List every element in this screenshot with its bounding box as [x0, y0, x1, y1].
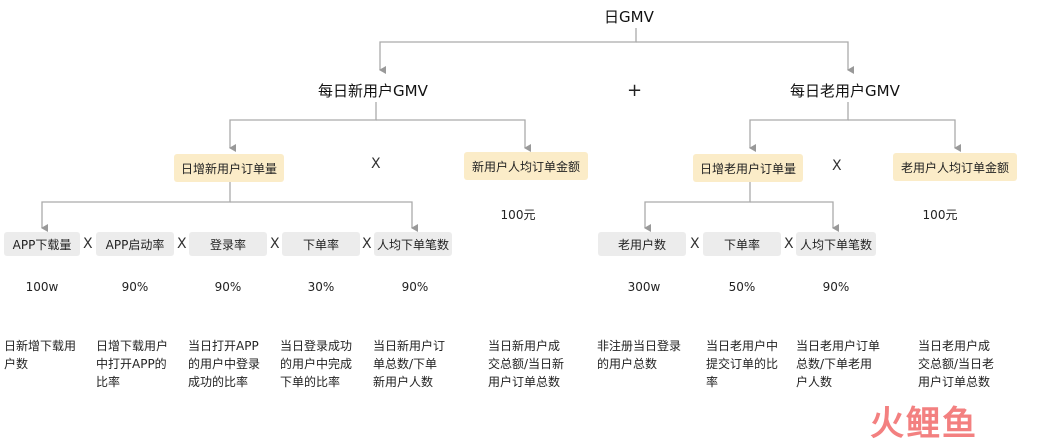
factor-description: 当日新用户订 单总数/下单 新用户人数 [373, 339, 446, 389]
factor-description: 非注册当日登录 的用户总数 [597, 339, 682, 371]
connector-left-aov [376, 119, 531, 152]
factor-old-orders-per-user-box: 人均下单笔数 [796, 232, 876, 256]
old-user-aov-box: 老用户人均订单金额 [893, 153, 1017, 181]
factor-description: 日增下载用户 中打开APP的 比率 [96, 339, 169, 389]
aov-description: 当日老用户成 交总额/当日老 用户订单总数 [918, 339, 995, 389]
times-operator: X [83, 236, 93, 252]
factor-description: 当日老用户订单 总数/下单老用 户人数 [796, 339, 881, 389]
factor-old-order-rate-box: 下单率 [703, 232, 781, 256]
root-label: 日GMV [604, 8, 654, 26]
factor-value: 90% [822, 280, 850, 294]
connector-left-factor-5 [230, 201, 418, 232]
times-operator-right-l3: X [832, 158, 842, 174]
connector-root-left [379, 28, 637, 74]
watermark-logo: 火鲤鱼 [870, 404, 978, 444]
factor-old-user-count-box: 老用户数 [598, 232, 686, 256]
old-user-gmv-label: 每日老用户GMV [790, 82, 900, 100]
factor-value: 90% [121, 280, 149, 294]
factor-value: 50% [728, 280, 756, 294]
factor-orders-per-user-box: 人均下单笔数 [374, 232, 452, 256]
old-user-aov-value: 100元 [922, 208, 958, 222]
times-operator: X [690, 236, 700, 252]
new-user-aov-value: 100元 [500, 208, 536, 222]
factor-value: 90% [401, 280, 429, 294]
times-operator: X [784, 236, 794, 252]
connector-right-aov [848, 119, 961, 152]
factor-value: 90% [214, 280, 242, 294]
old-user-order-box: 日增老用户订单量 [693, 154, 803, 182]
connector-right-factor-3 [750, 201, 839, 232]
times-operator: X [270, 236, 280, 252]
factor-description: 当日登录成功 的用户中完成 下单的比率 [280, 339, 353, 389]
aov-description: 当日新用户成 交总额/当日新 用户订单总数 [488, 339, 565, 389]
times-operator-left-l3: X [371, 156, 381, 172]
factor-value: 100w [25, 280, 59, 294]
connector-right-factor-1 [644, 180, 751, 232]
factor-app-launch-rate-box: APP启动率 [96, 232, 174, 256]
factor-value: 300w [627, 280, 661, 294]
connector-right-order [749, 102, 849, 152]
factor-app-download-box: APP下载量 [4, 232, 80, 256]
connector-left-order [229, 102, 377, 152]
new-user-gmv-label: 每日新用户GMV [318, 82, 428, 100]
times-operator: X [177, 236, 187, 252]
plus-operator: + [627, 80, 643, 101]
connector-root-right [636, 41, 854, 74]
new-user-aov-box: 新用户人均订单金额 [464, 152, 588, 180]
factor-value: 30% [307, 280, 335, 294]
factor-description: 当日打开APP 的用户中登录 成功的比率 [188, 339, 261, 389]
factor-description: 当日老用户中 提交订单的比 率 [706, 339, 779, 389]
factor-login-rate-box: 登录率 [189, 232, 267, 256]
new-user-order-box: 日增新用户订单量 [174, 154, 284, 182]
factor-description: 日新增下载用 户数 [4, 339, 77, 371]
times-operator: X [362, 236, 372, 252]
connector-left-factor-1 [41, 180, 231, 232]
factor-order-rate-box: 下单率 [282, 232, 360, 256]
